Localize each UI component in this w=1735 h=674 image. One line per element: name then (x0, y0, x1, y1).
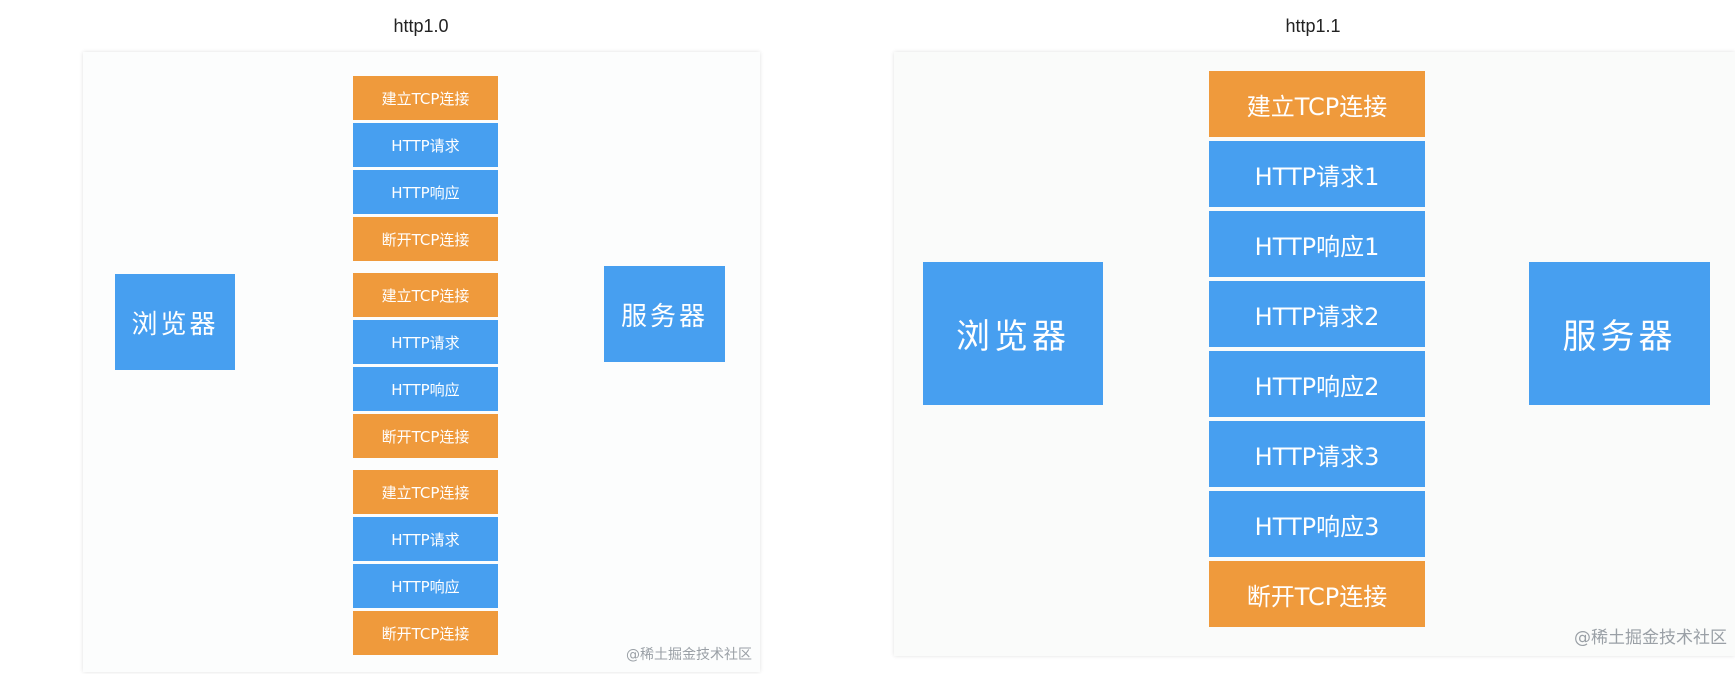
step-box: 建立TCP连接 (1209, 71, 1425, 137)
http10-title: http1.0 (393, 16, 449, 36)
browser-box: 浏览器 (923, 262, 1103, 405)
watermark: @稀土掘金技术社区 (1574, 628, 1727, 648)
step-box: 断开TCP连接 (353, 611, 498, 655)
http11-diagram-panel: 浏览器 服务器 建立TCP连接 HTTP请求1 HTTP响应1 HTTP请求2 … (894, 52, 1735, 656)
browser-box: 浏览器 (115, 274, 235, 370)
step-box: HTTP请求3 (1209, 421, 1425, 487)
watermark: @稀土掘金技术社区 (626, 647, 752, 663)
step-box: HTTP响应 (353, 170, 498, 214)
step-box: HTTP请求 (353, 320, 498, 364)
step-box: HTTP响应1 (1209, 211, 1425, 277)
step-box: HTTP响应 (353, 564, 498, 608)
step-box: HTTP请求1 (1209, 141, 1425, 207)
step-box: HTTP请求2 (1209, 281, 1425, 347)
server-box: 服务器 (604, 266, 725, 362)
step-box: 断开TCP连接 (353, 217, 498, 261)
step-box: 建立TCP连接 (353, 273, 498, 317)
step-box: HTTP响应2 (1209, 351, 1425, 417)
step-box: 建立TCP连接 (353, 76, 498, 120)
step-box: HTTP请求 (353, 123, 498, 167)
http10-diagram-panel: 浏览器 服务器 建立TCP连接 HTTP请求 HTTP响应 断开TCP连接 建立… (83, 52, 760, 672)
step-box: 建立TCP连接 (353, 470, 498, 514)
step-box: 断开TCP连接 (353, 414, 498, 458)
step-box: 断开TCP连接 (1209, 561, 1425, 627)
step-box: HTTP请求 (353, 517, 498, 561)
http11-title: http1.1 (1285, 16, 1341, 36)
step-box: HTTP响应3 (1209, 491, 1425, 557)
server-box: 服务器 (1529, 262, 1710, 405)
step-box: HTTP响应 (353, 367, 498, 411)
